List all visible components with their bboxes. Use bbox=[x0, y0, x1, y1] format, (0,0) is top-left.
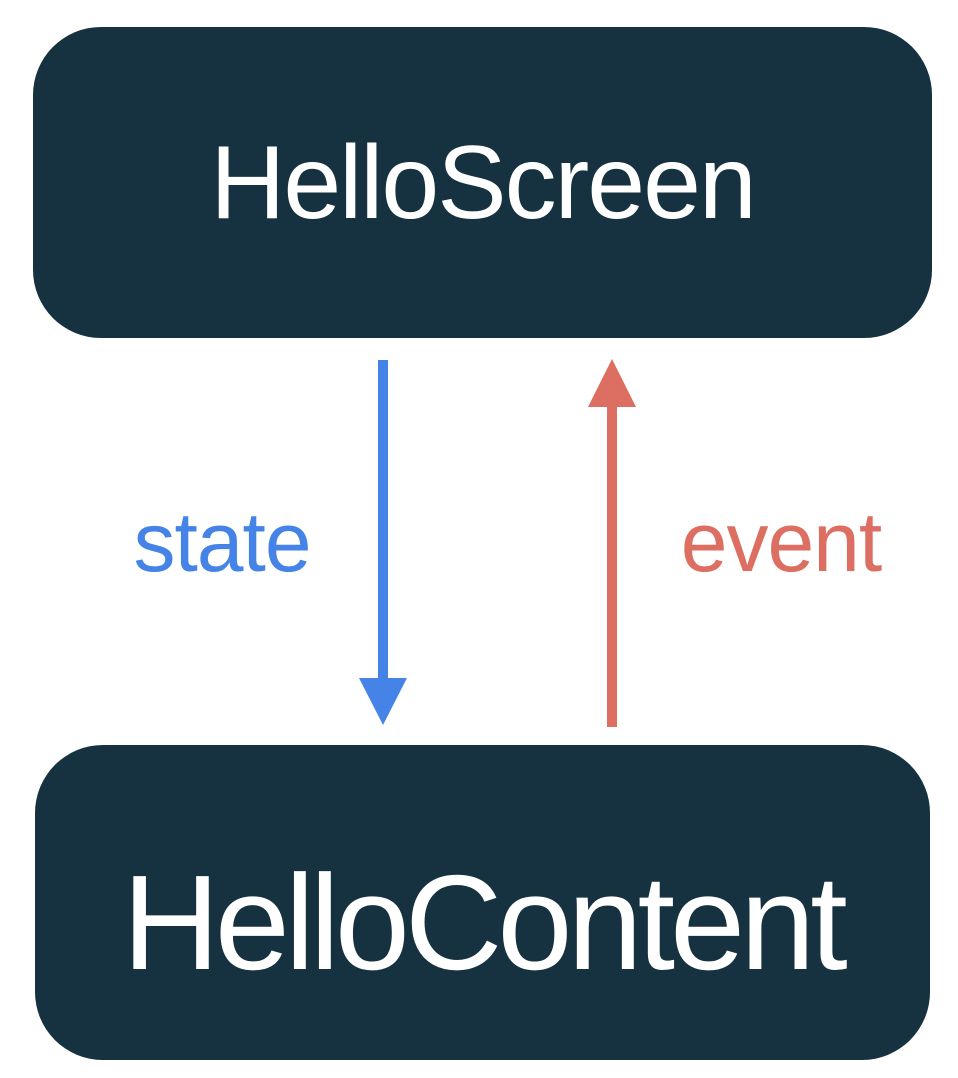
node-hello-screen-label: HelloScreen bbox=[210, 124, 757, 241]
event-arrow-up-icon bbox=[588, 359, 636, 727]
node-hello-screen: HelloScreen bbox=[33, 27, 932, 338]
node-hello-content-label: HelloContent bbox=[122, 847, 847, 998]
node-hello-content: HelloContent bbox=[35, 745, 930, 1060]
state-arrow-down-icon bbox=[359, 360, 407, 725]
event-arrow-label: event bbox=[680, 495, 883, 589]
state-arrow-label: state bbox=[133, 495, 311, 589]
